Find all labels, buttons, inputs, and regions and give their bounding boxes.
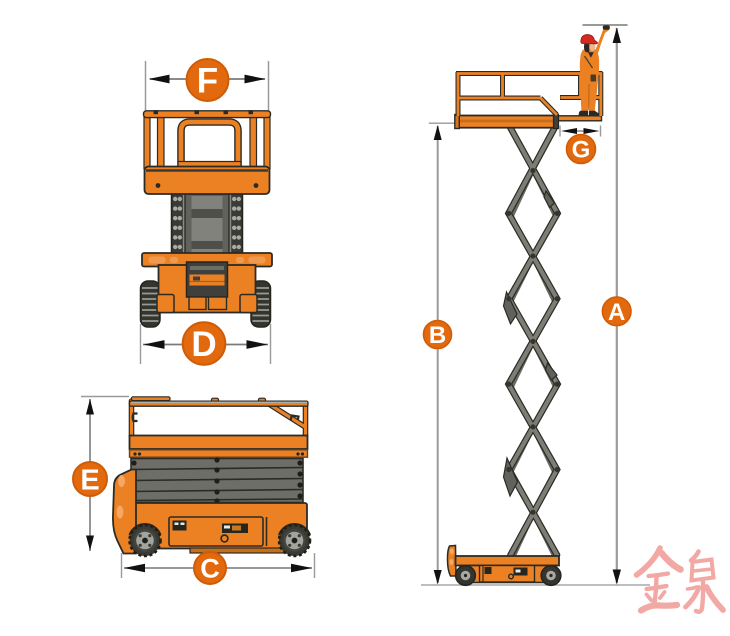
svg-text:F: F bbox=[197, 62, 218, 101]
svg-text:C: C bbox=[200, 554, 220, 584]
svg-text:D: D bbox=[191, 325, 216, 364]
svg-text:G: G bbox=[572, 137, 591, 164]
svg-text:A: A bbox=[608, 299, 625, 326]
svg-text:B: B bbox=[429, 322, 446, 349]
svg-text:E: E bbox=[80, 465, 99, 497]
